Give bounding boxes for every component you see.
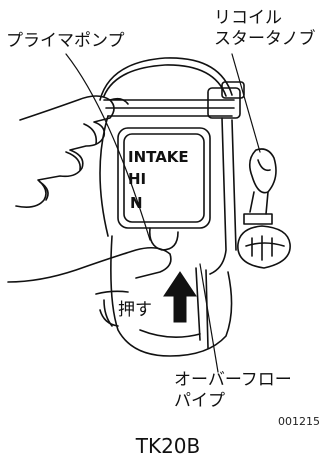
engine-housing-top [99,57,233,101]
primer-pump-bulb [148,227,179,251]
carburetor-body [110,235,233,357]
recoil-starter-knob [248,148,277,194]
overflow-label-line2: パイプ [174,391,225,411]
model-caption: TK20B [135,434,201,458]
recoil-leader-line [231,53,261,153]
figure-code: 001215 [278,415,320,428]
push-arrow-icon [163,271,197,323]
overflow-label-line1: オーバーフロー [174,370,292,390]
primer-pump-label: プライマポンプ [6,31,125,51]
overflow-pipe-label: オーバーフロー パイプ [174,370,292,412]
fuel-cap [237,225,291,269]
cover-text-line1: INTAKE [128,148,189,166]
primer-leader-line [65,53,151,241]
push-label: 押す [118,300,152,320]
cover-text-line3: N [130,194,143,212]
recoil-label-line1: リコイル [214,8,282,28]
engine-body-left [99,115,109,237]
hand-upper [15,95,115,208]
housing-bands [103,99,235,117]
cover-text-line2: HI [128,170,146,188]
recoil-starter-knob-label: リコイル スタータノブ [214,8,316,50]
air-cleaner-cover [117,127,211,229]
hand-lower [7,246,172,283]
recoil-label-line2: スタータノブ [214,29,316,49]
overflow-leader-line [199,263,219,373]
